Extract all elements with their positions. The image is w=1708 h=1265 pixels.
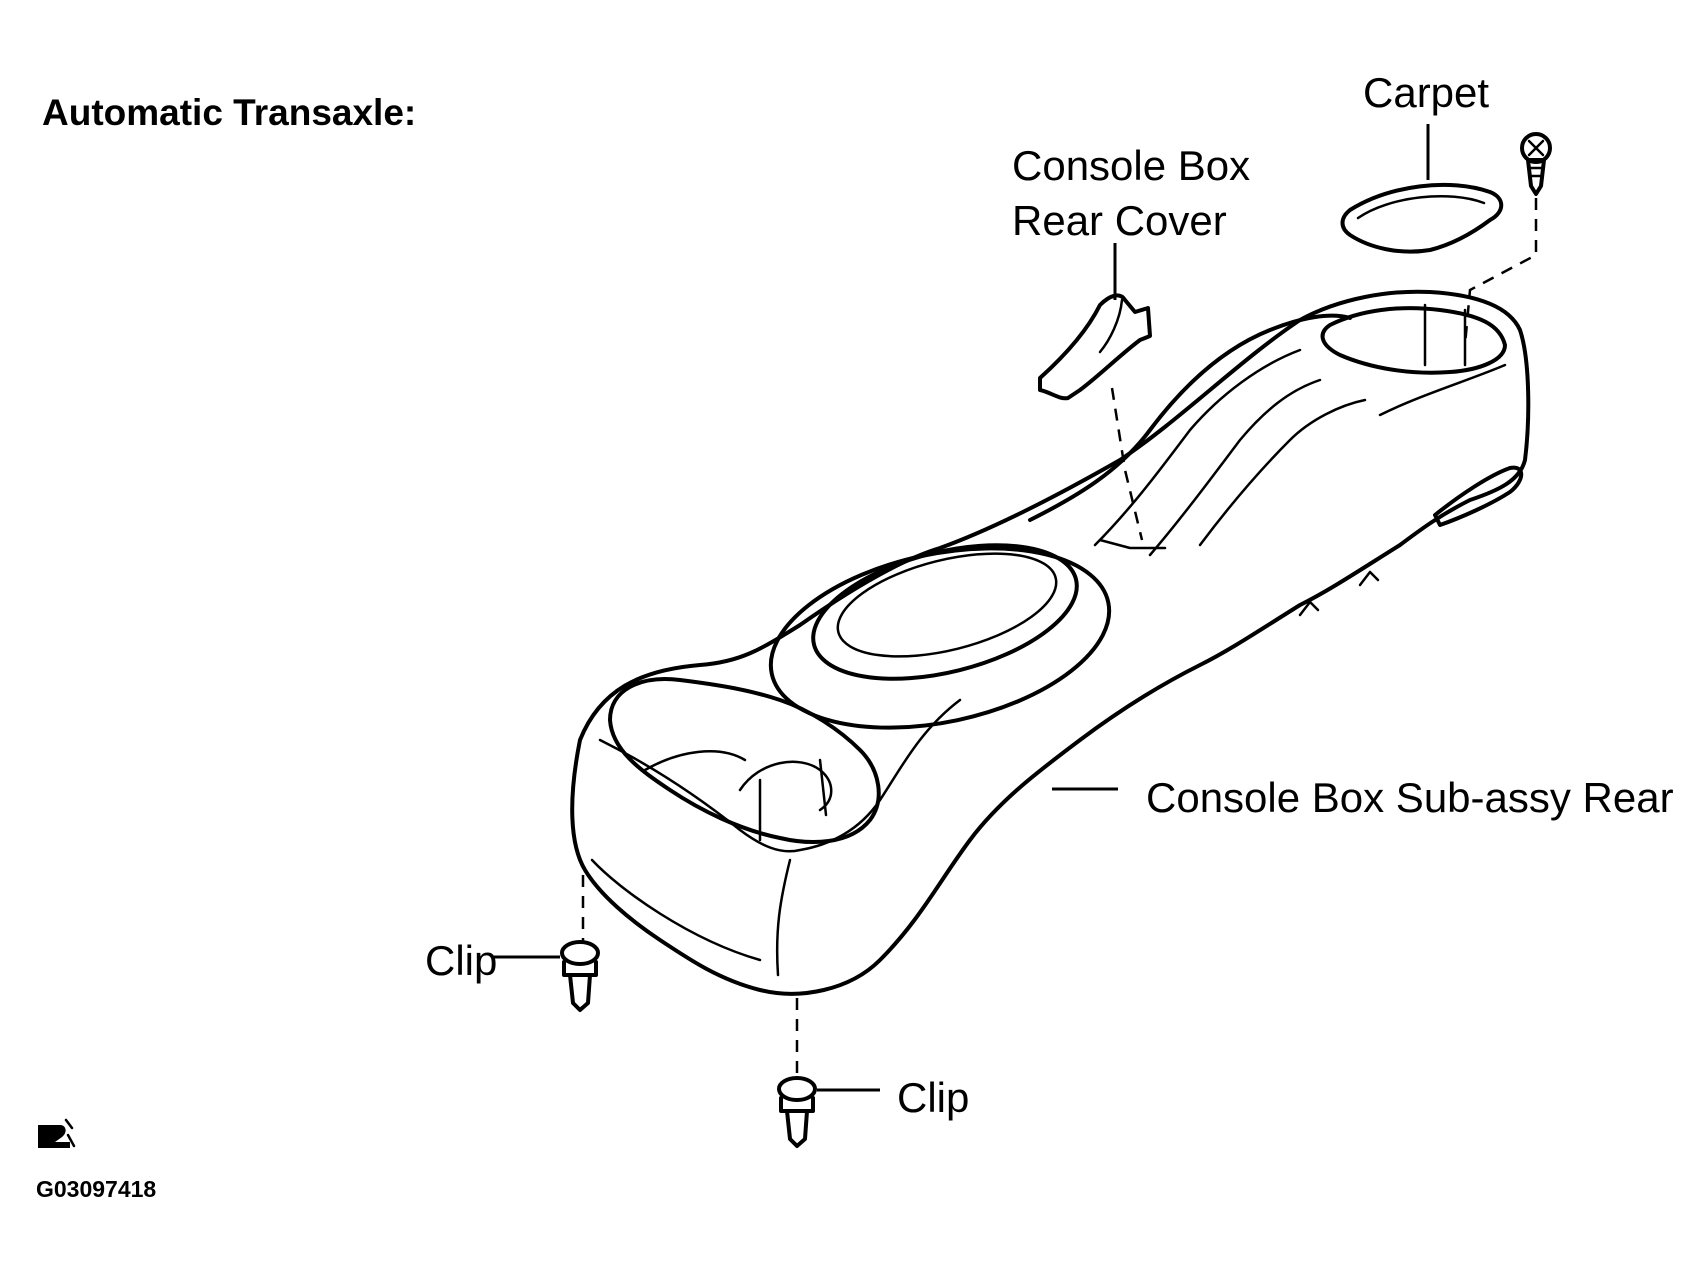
label-sub-assy-rear: Console Box Sub-assy Rear [1146, 774, 1674, 821]
console-box-body [570, 289, 1531, 996]
label-rear-cover-line2: Rear Cover [1012, 197, 1227, 244]
rear-cover [1038, 293, 1152, 401]
figure-code: G03097418 [36, 1176, 157, 1202]
label-clip-bottom: Clip [897, 1074, 970, 1121]
shift-channel [1028, 313, 1367, 557]
screw-icon [1520, 132, 1552, 196]
leader-lines [494, 124, 1430, 1092]
figure-symbol-icon [38, 1118, 76, 1148]
label-rear-cover-line1: Console Box [1012, 142, 1251, 189]
cup-holders [608, 677, 881, 844]
clip-icon [777, 1076, 817, 1148]
clip-icon [560, 940, 600, 1012]
rear-tray [1298, 303, 1524, 617]
oval-cup-well [768, 543, 1112, 730]
assembly-guides [581, 198, 1538, 1080]
label-clip-left: Clip [425, 937, 498, 984]
carpet-pad [1340, 182, 1504, 254]
label-carpet: Carpet [1363, 69, 1490, 116]
page-title: Automatic Transaxle: [42, 92, 417, 133]
